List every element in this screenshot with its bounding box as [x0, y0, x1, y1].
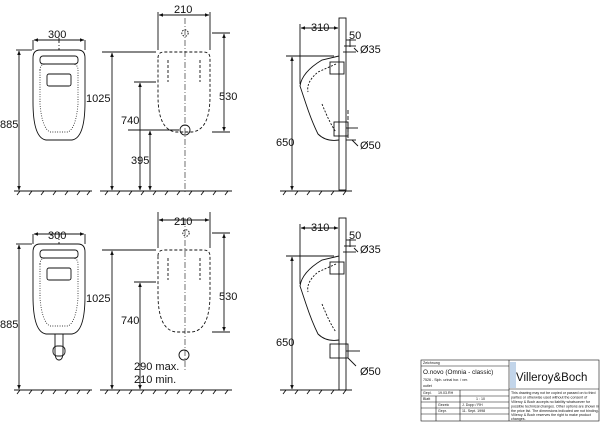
urinal-silhouette-dashed [157, 51, 211, 133]
product-title: O.novo (Omnia - classic) [423, 369, 493, 376]
scale-value: 1 : 10 [476, 397, 485, 401]
disclaimer-line-4: possible technical changes. Other option… [511, 405, 599, 409]
dim-profile-height: 650 [276, 137, 294, 149]
wall-view-top [100, 12, 232, 196]
profile-view-top [280, 17, 359, 196]
dim-front-height: 885 [0, 319, 18, 331]
urinal-inlet-window [46, 73, 72, 87]
disclaimer-line-2: parties or otherwise used without the co… [511, 396, 587, 400]
dim-side-low: 395 [131, 155, 149, 167]
dim-profile-small: 50 [349, 230, 361, 242]
outlet-circle [178, 349, 190, 361]
dim-side-height: 1025 [86, 93, 110, 105]
dim-side-upper: 530 [219, 291, 237, 303]
dim-profile-inlet: Ø35 [360, 44, 381, 56]
dim-side-max: 290 max. [134, 361, 179, 373]
title-block-header: Zeichnung [423, 361, 440, 365]
urinal-profile [299, 55, 340, 141]
disclaimer-line-5: the price list. The dimensions indicated… [511, 409, 599, 413]
dim-side-mid: 740 [121, 115, 139, 127]
dim-profile-small: 50 [349, 30, 361, 42]
disclaimer-line-3: Villeroy & Boch accepts no liability wha… [511, 400, 591, 404]
dim-profile-inlet: Ø35 [360, 244, 381, 256]
dim-front-width: 300 [48, 29, 66, 41]
disclaimer-line-6: Villeroy & Boch reserves the right to ma… [511, 413, 591, 417]
dim-front-width: 300 [48, 230, 66, 242]
wall-view-bottom [100, 212, 232, 395]
dim-side-min: 210 min. [134, 374, 176, 386]
date-value: 19.03.RH [438, 391, 454, 395]
disclaimer-line-1: This drawing may not be copied or passed… [511, 391, 596, 395]
product-outlet: outlet [423, 384, 432, 388]
wall-block [338, 17, 347, 191]
title-block [420, 359, 600, 422]
drawn-value: J. Dopp / RH [462, 403, 483, 407]
front-view-bottom [14, 232, 92, 395]
dim-side-upper: 530 [219, 91, 237, 103]
checked-value: 11. Sept. 1998 [462, 409, 485, 413]
dim-profile-outlet: Ø50 [360, 366, 381, 378]
dim-front-height: 885 [0, 119, 18, 131]
dim-side-height: 1025 [86, 293, 110, 305]
inlet-circle [182, 229, 190, 237]
drawn-label: Gezeic [438, 403, 449, 407]
brand-logo: Villeroy&Boch [516, 372, 587, 384]
urinal-body-outline [32, 49, 86, 141]
front-view-top [14, 38, 92, 196]
urinal-top-slot [39, 55, 79, 65]
dim-profile-depth: 310 [311, 222, 329, 234]
dim-side-width: 210 [174, 4, 192, 16]
urinal-silhouette-dashed [157, 249, 211, 333]
urinal-body-outline [32, 243, 86, 335]
profile-view-bottom [280, 217, 360, 395]
dim-profile-depth: 310 [311, 22, 329, 34]
date-label: Gepl. [423, 391, 432, 395]
disclaimer-line-7: changes. [511, 417, 526, 421]
dim-side-width: 210 [174, 216, 192, 228]
dim-profile-height: 650 [276, 337, 294, 349]
wall-block [338, 217, 347, 391]
dim-side-mid: 740 [121, 315, 139, 327]
siphon-trap [54, 334, 64, 361]
sheet-label: Blatt [423, 397, 430, 401]
brand-bar-accent [510, 362, 516, 388]
dim-profile-outlet: Ø50 [360, 140, 381, 152]
checked-label: Gepr. [438, 409, 447, 413]
urinal-profile [299, 255, 340, 341]
product-code-line: 7526 - Siph. urinal hor. / ver. [423, 378, 468, 382]
